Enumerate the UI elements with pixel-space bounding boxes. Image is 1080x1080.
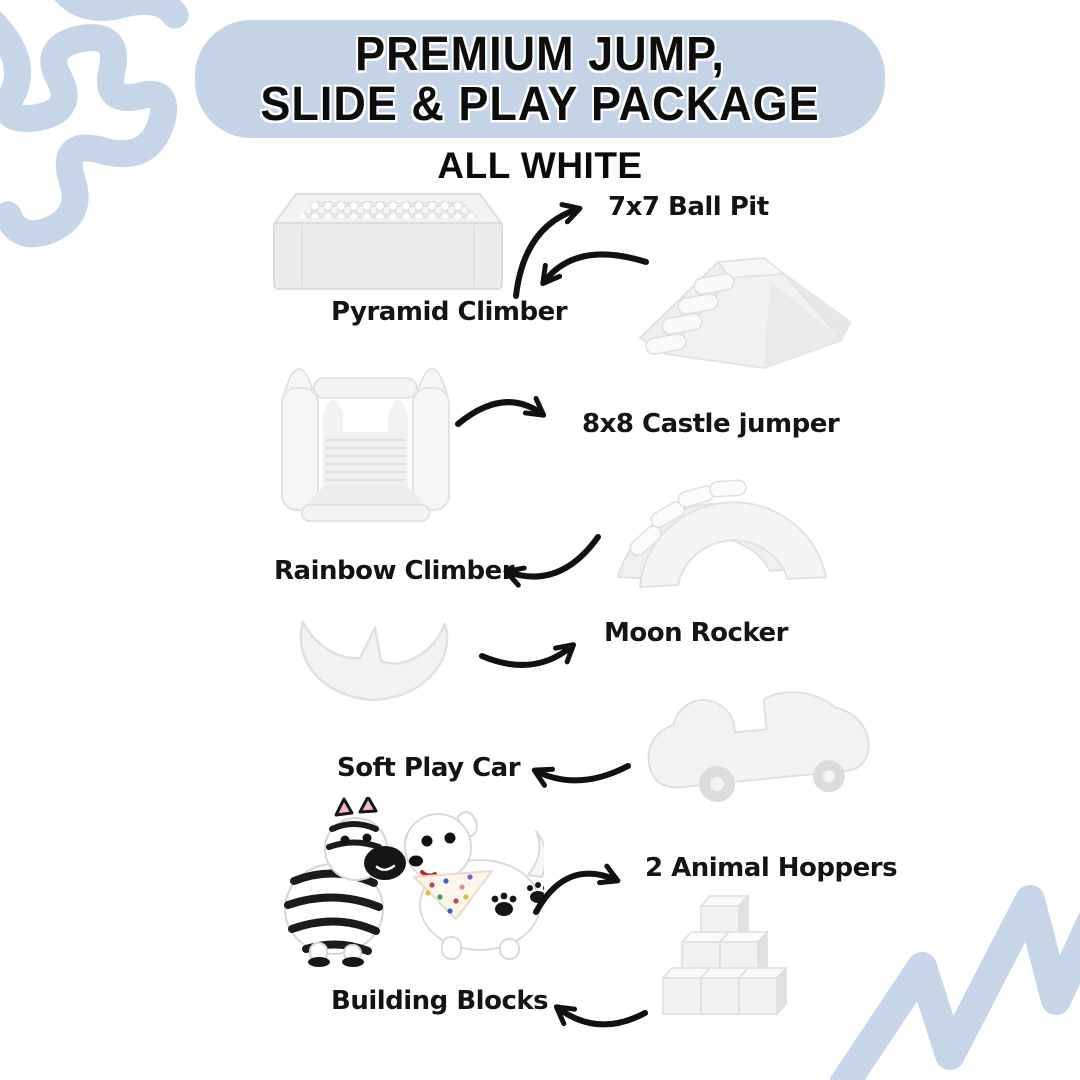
castle-jumper-arrow-icon	[455, 395, 547, 427]
castle-jumper-image	[281, 368, 450, 522]
moon-rocker-arrow-icon	[479, 642, 577, 668]
moon-rocker-label: Moon Rocker	[604, 618, 789, 648]
dog-hopper	[403, 810, 544, 960]
pyramid-climber-label: Pyramid Climber	[331, 297, 568, 327]
corner-squiggle-bottom-right-icon	[830, 885, 1080, 1080]
title-banner: PREMIUM JUMP, SLIDE & PLAY PACKAGE	[195, 20, 885, 138]
rainbow-climber-arrow-icon	[503, 534, 601, 588]
moon-rocker-image	[299, 620, 449, 702]
corner-squiggle-top-left-icon	[0, 0, 189, 248]
soft-play-car-arrow-icon	[531, 763, 631, 788]
rainbow-climber-label: Rainbow Climber	[274, 556, 515, 586]
package-title-line-1: PREMIUM JUMP,	[355, 25, 725, 81]
castle-jumper-label: 8x8 Castle jumper	[582, 409, 840, 439]
color-variant-label: ALL WHITE	[437, 145, 643, 186]
animal-hoppers-arrow-icon	[533, 863, 621, 915]
animal-hoppers-image	[284, 797, 544, 967]
pyramid-climber-image	[638, 256, 852, 370]
bandana-dots	[425, 874, 473, 914]
animal-hoppers-label: 2 Animal Hoppers	[645, 853, 898, 883]
package-title-line-2: SLIDE & PLAY PACKAGE	[260, 75, 820, 131]
ball-pit-arrow-icon	[513, 202, 583, 299]
ball-pit-image	[272, 193, 504, 290]
zebra-hopper	[284, 797, 406, 967]
building-blocks-image	[661, 894, 788, 1016]
building-blocks-arrow-icon	[553, 1004, 648, 1028]
rainbow-climber-image	[616, 479, 828, 589]
building-blocks-label: Building Blocks	[331, 986, 549, 1016]
soft-play-car-image	[647, 691, 870, 803]
soft-play-car-label: Soft Play Car	[337, 753, 521, 783]
ball-pit-label: 7x7 Ball Pit	[608, 192, 769, 222]
